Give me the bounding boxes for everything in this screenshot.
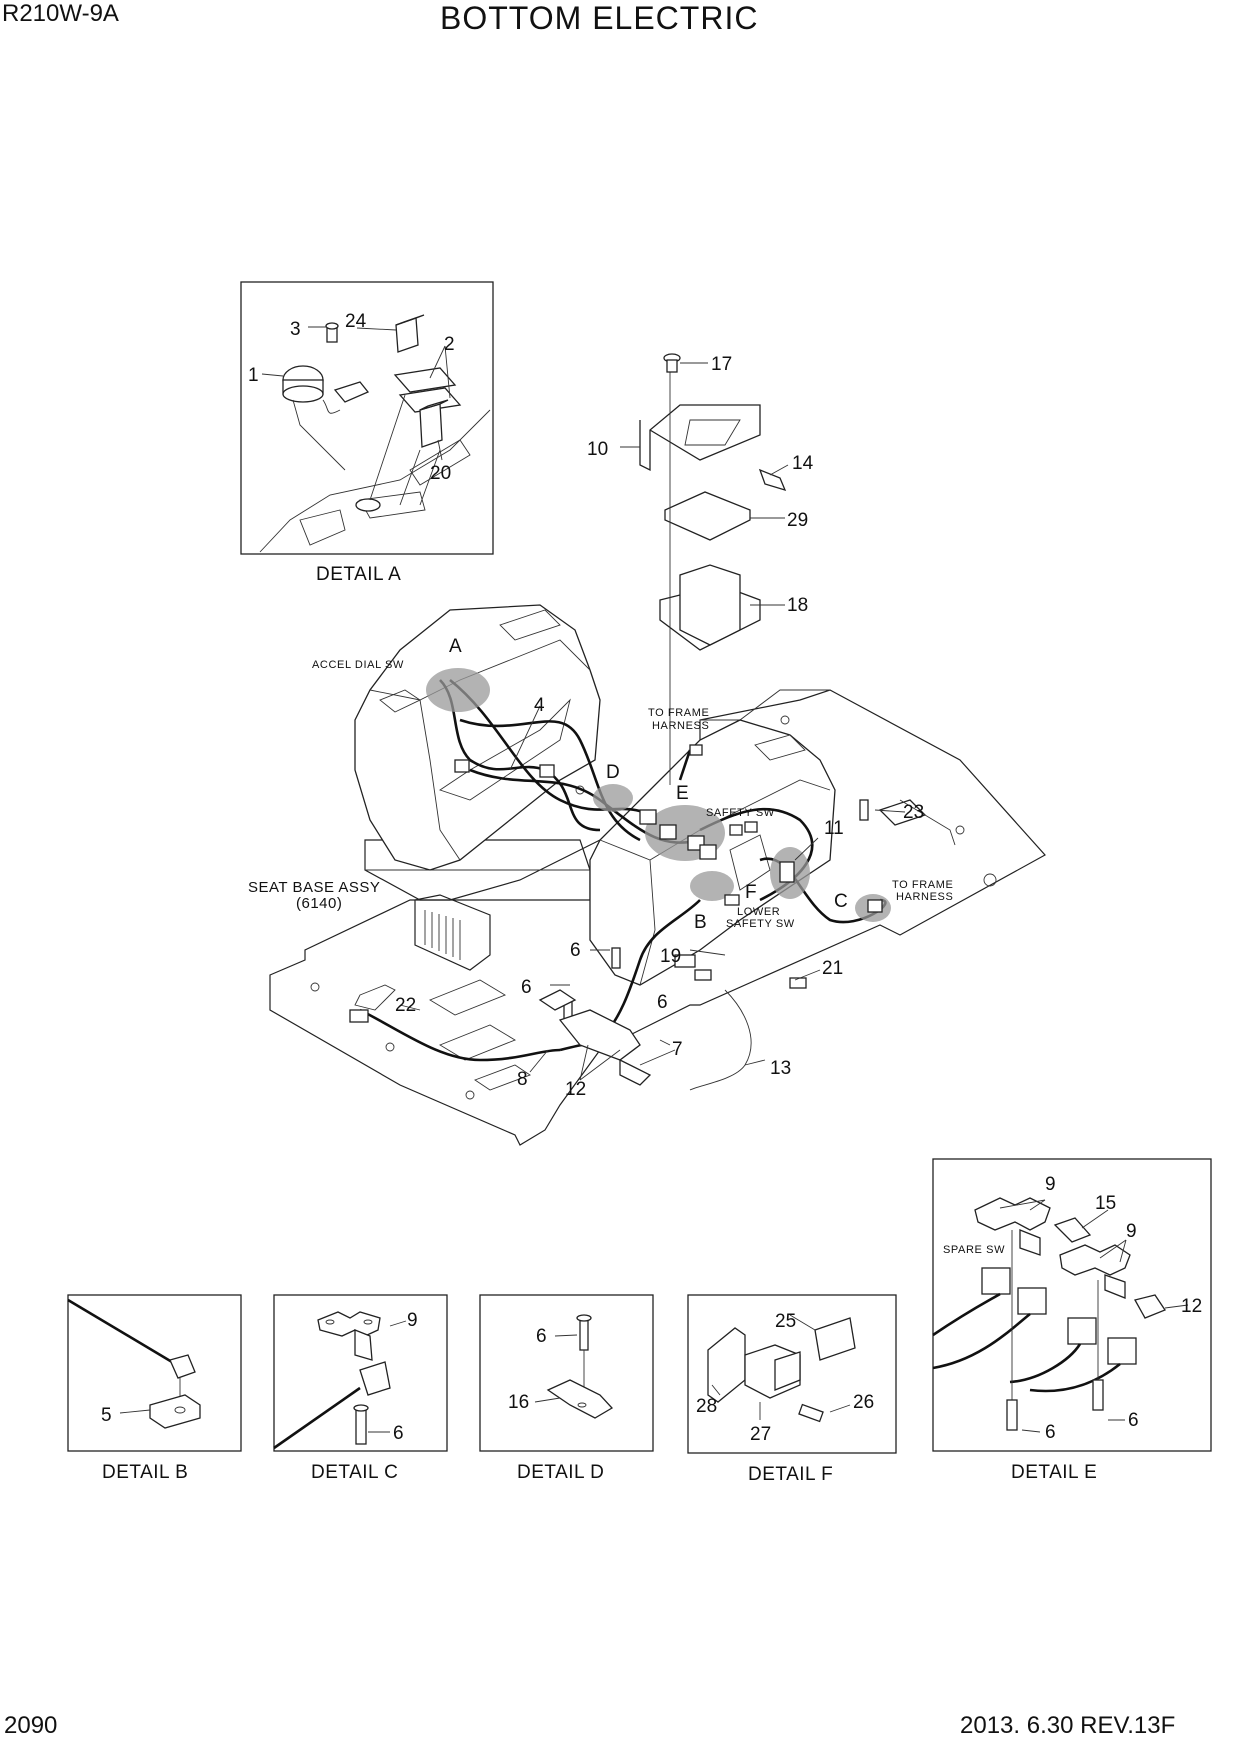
detail-e-callout-12: 12 <box>1181 1296 1202 1317</box>
detail-a-callout-3: 3 <box>290 319 301 340</box>
callout-17: 17 <box>711 354 732 375</box>
detail-letter-f: F <box>745 882 757 903</box>
detail-e-frame <box>932 1158 1212 1452</box>
detail-d-caption: DETAIL D <box>517 1462 604 1483</box>
detail-c: 9 6 DETAIL C <box>273 1294 448 1483</box>
detail-d: 6 16 DETAIL D <box>479 1294 654 1483</box>
detail-e-callout-9: 9 <box>1045 1174 1056 1195</box>
detail-c-callout-6: 6 <box>393 1423 404 1444</box>
detail-a-caption: DETAIL A <box>316 564 401 585</box>
detail-e-caption: DETAIL E <box>1011 1462 1097 1483</box>
detail-b: 5 DETAIL B <box>67 1294 242 1483</box>
label-lower-safety-sw: SAFETY SW <box>726 918 795 930</box>
detail-letter-c: C <box>834 891 848 912</box>
callout-4: 4 <box>534 695 545 716</box>
detail-letter-d: D <box>606 762 620 783</box>
callout-19: 19 <box>660 946 681 967</box>
page-title: BOTTOM ELECTRIC <box>440 0 759 36</box>
model-code: R210W-9A <box>2 0 119 27</box>
detail-f: 25 26 28 27 DETAIL F <box>687 1294 897 1485</box>
callout-23: 23 <box>903 802 924 823</box>
detail-e-callout-9: 9 <box>1126 1221 1137 1242</box>
detail-d-callout-16: 16 <box>508 1392 529 1413</box>
label-to-frame-harness: HARNESS <box>896 891 953 903</box>
label-safety-sw: SAFETY SW <box>706 807 775 819</box>
label-seat-base-ref: (6140) <box>296 895 342 912</box>
detail-letter-b: B <box>694 912 707 933</box>
detail-b-callout-5: 5 <box>101 1405 112 1426</box>
detail-f-callout-26: 26 <box>853 1392 874 1413</box>
detail-e-spare-sw-label: SPARE SW <box>943 1244 1005 1256</box>
callout-18: 18 <box>787 595 808 616</box>
revision-date: 2013. 6.30 REV.13F <box>960 1712 1176 1739</box>
detail-a: 3 24 2 1 20 DETAIL A <box>240 281 494 585</box>
callout-12: 12 <box>565 1079 586 1100</box>
callout-7: 7 <box>672 1039 683 1060</box>
isolator-29 <box>664 491 751 541</box>
detail-b-caption: DETAIL B <box>102 1462 188 1483</box>
detail-e-callout-15: 15 <box>1095 1193 1116 1214</box>
connectors <box>349 744 883 1045</box>
detail-f-callout-25: 25 <box>775 1311 796 1332</box>
label-lower-safety-sw: LOWER <box>737 906 780 918</box>
callout-14: 14 <box>792 453 814 474</box>
callout-6: 6 <box>521 977 532 998</box>
callout-10: 10 <box>587 439 608 460</box>
label-seat-base-assy: SEAT BASE ASSY <box>248 879 380 896</box>
detail-b-frame <box>67 1294 242 1452</box>
detail-d-callout-6: 6 <box>536 1326 547 1347</box>
callout-8: 8 <box>517 1069 528 1090</box>
bolt-14 <box>758 468 787 492</box>
bolt-17 <box>663 353 681 373</box>
detail-a-callout-20: 20 <box>430 463 451 484</box>
callout-22: 22 <box>395 995 416 1016</box>
bracket-10 <box>639 404 761 472</box>
callout-29: 29 <box>787 510 808 531</box>
detail-e-callout-6: 6 <box>1045 1422 1056 1443</box>
detail-c-callout-9: 9 <box>407 1310 418 1331</box>
callout-6: 6 <box>570 940 581 961</box>
callout-21: 21 <box>822 958 843 979</box>
detail-e: 9 15 9 12 6 6 SPARE SW DETAIL E <box>932 1158 1212 1483</box>
callout-13: 13 <box>770 1058 791 1079</box>
left-console <box>354 604 601 871</box>
detail-letter-a: A <box>449 636 462 657</box>
main-assembly: 4 6 6 6 7 8 10 11 12 13 14 17 18 19 21 2… <box>248 353 1046 1146</box>
detail-c-caption: DETAIL C <box>311 1462 398 1483</box>
callout-11: 11 <box>824 818 844 839</box>
detail-a-callout-2: 2 <box>444 334 455 355</box>
detail-d-frame <box>479 1294 654 1452</box>
leader-lines <box>399 362 906 1081</box>
detail-f-caption: DETAIL F <box>748 1464 833 1485</box>
page-number: 2090 <box>4 1712 58 1739</box>
callout-6: 6 <box>657 992 668 1013</box>
label-accel-dial-sw: ACCEL DIAL SW <box>312 659 404 671</box>
label-to-frame-harness: HARNESS <box>652 720 709 732</box>
detail-a-callout-24: 24 <box>345 311 367 332</box>
detail-f-callout-27: 27 <box>750 1424 771 1445</box>
detail-e-callout-6: 6 <box>1128 1410 1139 1431</box>
plate-bolts <box>563 799 869 1023</box>
detail-letter-e: E <box>676 783 689 804</box>
detail-f-callout-28: 28 <box>696 1396 717 1417</box>
label-to-frame-harness: TO FRAME <box>892 879 953 891</box>
label-to-frame-harness: TO FRAME <box>648 707 709 719</box>
detail-a-callout-1: 1 <box>248 365 259 386</box>
controller-box <box>414 894 491 971</box>
